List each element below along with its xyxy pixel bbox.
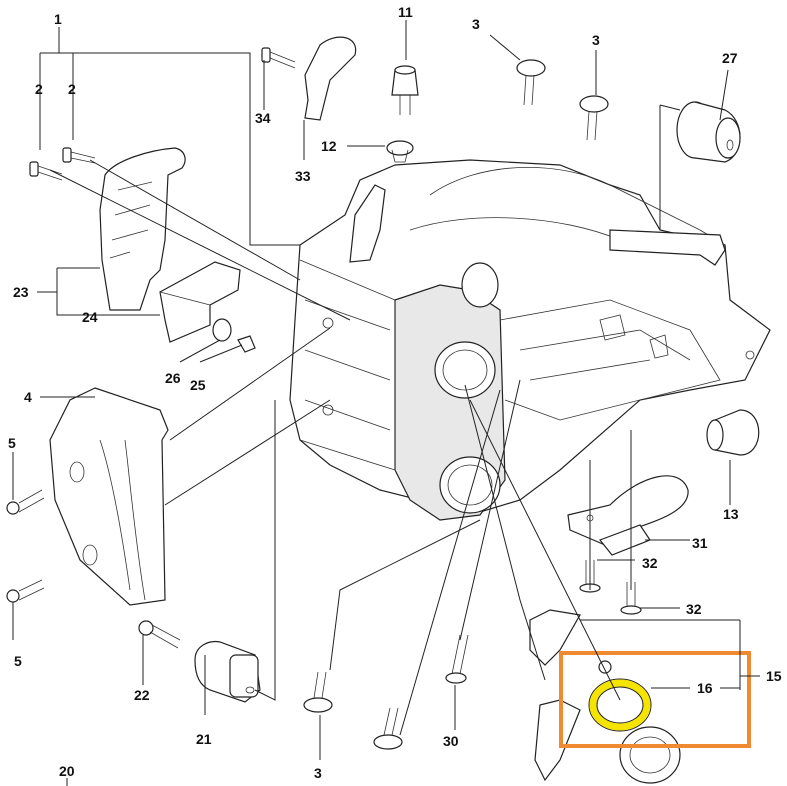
callout-23: 23 (13, 284, 29, 300)
callout-2: 2 (68, 81, 76, 97)
callout-31: 31 (692, 535, 708, 551)
part-guard-plate (99, 147, 186, 311)
callout-32: 32 (642, 555, 658, 571)
part-33-34 (261, 36, 357, 121)
callout-3: 3 (592, 32, 600, 48)
callout-5: 5 (8, 435, 16, 451)
crankcase-body (289, 159, 771, 521)
callout-12: 12 (321, 138, 337, 154)
callout-11: 11 (398, 4, 413, 20)
callout-34: 34 (255, 110, 271, 126)
callout-21: 21 (196, 731, 212, 747)
part-13-primer (706, 409, 760, 456)
part-25-26 (212, 318, 256, 353)
part-31-bracket (567, 475, 689, 556)
callout-1: 1 (54, 11, 62, 27)
callout-32: 32 (686, 601, 702, 617)
callout-16: 16 (697, 680, 713, 696)
callout-labels: 1 2 2 3 3 3 4 5 5 11 12 13 15 16 20 21 2… (8, 4, 782, 781)
part-side-cover (49, 387, 169, 606)
highlight-box (559, 651, 751, 748)
part-damper-27 (676, 101, 741, 163)
leader-lines (12, 20, 760, 786)
part-screws-3 (303, 59, 609, 750)
part-screws-5 (6, 489, 45, 603)
part-21-22 (138, 620, 261, 703)
callout-3: 3 (314, 765, 322, 781)
callout-33: 33 (295, 168, 311, 184)
callout-25: 25 (190, 377, 206, 393)
part-15-assembly (529, 609, 681, 784)
callout-3: 3 (472, 16, 480, 32)
part-screws-2 (29, 147, 96, 181)
callout-22: 22 (134, 687, 150, 703)
part-block (159, 261, 241, 343)
callout-26: 26 (165, 370, 181, 386)
callout-30: 30 (443, 733, 459, 749)
part-11-12 (386, 65, 419, 163)
callout-4: 4 (24, 389, 32, 405)
callout-2: 2 (35, 81, 43, 97)
callout-20: 20 (59, 763, 75, 779)
callout-5: 5 (14, 653, 22, 669)
callout-13: 13 (723, 506, 739, 522)
callout-27: 27 (722, 50, 738, 66)
callout-24: 24 (82, 309, 98, 325)
part-16-seal-ring (588, 678, 652, 732)
callout-15: 15 (766, 668, 782, 684)
